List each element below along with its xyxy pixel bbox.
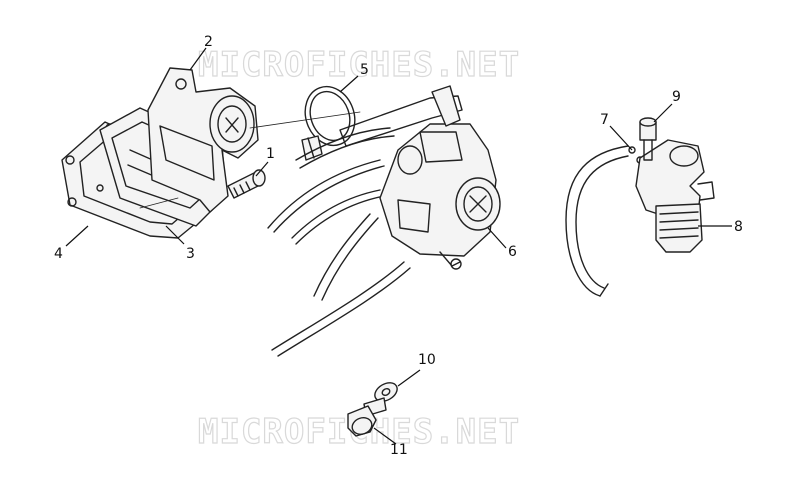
hoses-group-left xyxy=(267,127,411,357)
fuel-hose-part xyxy=(565,145,644,297)
callout-labels: 1 2 3 4 5 6 7 8 9 10 11 xyxy=(54,34,743,458)
screw-part-9 xyxy=(639,117,657,161)
callout-9: 9 xyxy=(672,89,681,105)
callout-10: 10 xyxy=(418,352,436,368)
watermark-top: MICROFICHES.NET xyxy=(198,45,520,85)
callout-3: 3 xyxy=(186,246,195,262)
intake-manifold-part xyxy=(147,67,259,213)
washer-part xyxy=(374,382,398,402)
callout-1: 1 xyxy=(266,146,275,162)
callout-7: 7 xyxy=(600,112,609,128)
callout-8: 8 xyxy=(734,219,743,235)
fuel-valve-part xyxy=(635,139,715,253)
leader-lines xyxy=(65,47,732,445)
screw-part-1 xyxy=(227,169,266,199)
callout-5: 5 xyxy=(360,62,369,78)
callout-4: 4 xyxy=(54,246,63,262)
callout-6: 6 xyxy=(508,244,517,260)
drain-bolt-part xyxy=(347,397,387,437)
callout-2: 2 xyxy=(204,34,213,50)
carburetor-part xyxy=(339,85,501,270)
callout-11: 11 xyxy=(390,442,408,458)
